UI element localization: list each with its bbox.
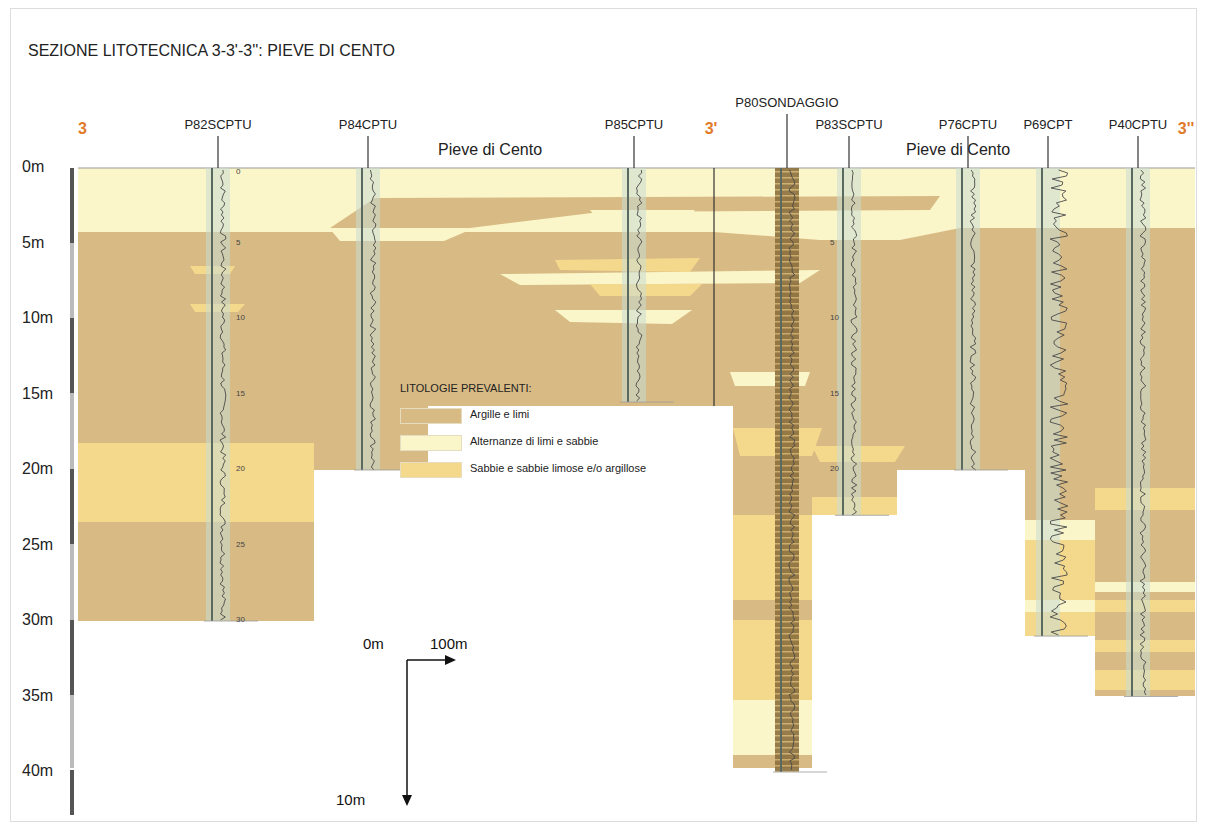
legend-swatch (400, 408, 462, 424)
log-depth-tick: 20 (236, 465, 245, 474)
log-depth-tick: 5 (830, 239, 834, 248)
borehole-name: P82SCPTU (184, 118, 251, 132)
depth-label: 25m (22, 536, 53, 554)
depth-label: 30m (22, 611, 53, 629)
legend-text: Argille e limi (470, 408, 529, 420)
depth-label: 15m (22, 385, 53, 403)
borehole-logs (204, 168, 1178, 772)
place-name: Pieve di Cento (906, 141, 1010, 159)
scale-label: 0m (363, 636, 384, 653)
borehole-name: P83SCPTU (815, 118, 882, 132)
scale-label: 100m (430, 636, 468, 653)
legend-text: Sabbie e sabbie limose e/o argillose (470, 462, 646, 474)
legend-swatch (400, 435, 462, 451)
depth-axis (70, 168, 74, 815)
borehole-name: P84CPTU (339, 118, 398, 132)
borehole-name: P85CPTU (605, 118, 664, 132)
log-depth-tick: 10 (236, 314, 245, 323)
clay-region (78, 168, 1195, 768)
depth-label: 35m (22, 687, 53, 705)
diagram-title: SEZIONE LITOTECNICA 3-3'-3'': PIEVE DI C… (28, 42, 395, 60)
depth-label: 0m (22, 158, 44, 176)
log-depth-tick: 20 (830, 465, 839, 474)
depth-label: 20m (22, 460, 53, 478)
log-depth-tick: 15 (236, 390, 245, 399)
legend-text: Alternanze di limi e sabbie (470, 435, 598, 447)
section-marker: 3'' (1178, 120, 1195, 138)
borehole-name: P76CPTU (939, 118, 998, 132)
legend-swatch (400, 462, 462, 478)
section-marker: 3 (78, 120, 87, 138)
depth-label: 10m (22, 309, 53, 327)
place-name: Pieve di Cento (438, 141, 542, 159)
log-depth-tick: 10 (830, 314, 839, 323)
borehole-name: P40CPTU (1109, 118, 1168, 132)
borehole-name: P80SONDAGGIO (735, 96, 838, 110)
log-depth-tick: 5 (236, 239, 240, 248)
log-depth-tick: 15 (830, 390, 839, 399)
depth-label: 40m (22, 762, 53, 780)
section-marker: 3' (705, 120, 718, 138)
legend-title: LITOLOGIE PREVALENTI: (400, 382, 532, 394)
log-depth-tick: 25 (236, 541, 245, 550)
scale-label: 10m (336, 792, 365, 809)
scale-bar (402, 655, 456, 806)
borehole-name: P69CPT (1023, 118, 1072, 132)
depth-label: 5m (22, 234, 44, 252)
log-depth-tick: 30 (236, 616, 245, 625)
borehole-ticks (218, 114, 1138, 168)
log-depth-tick: 0 (236, 168, 240, 177)
